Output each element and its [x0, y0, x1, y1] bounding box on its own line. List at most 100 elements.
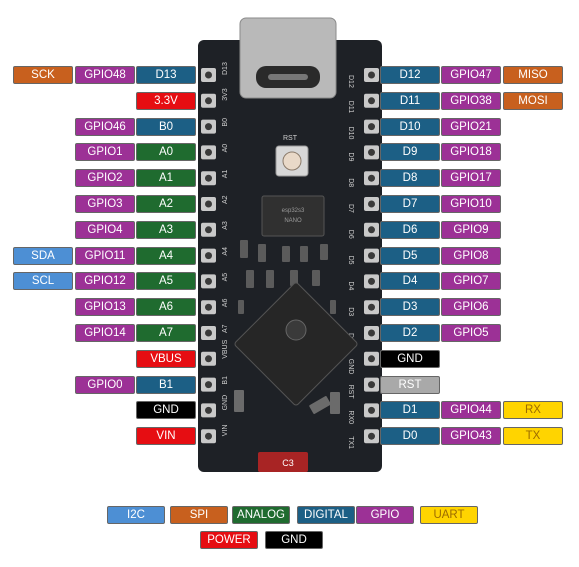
right-pad-hole	[368, 200, 375, 208]
right-pin-label-d5: D5	[380, 246, 440, 265]
smd-component	[258, 244, 266, 262]
left-silk-label: A6	[222, 299, 229, 308]
right-pin-label-d7: D7	[380, 195, 440, 213]
left-silk-label: GND	[222, 395, 229, 411]
left-pad-hole	[205, 200, 212, 208]
right-pin-label-gpio43: GPIO43	[441, 427, 501, 446]
left-pad-hole	[205, 148, 212, 156]
right-pin-label-d4: D4	[380, 272, 440, 291]
right-pin-label-d2: D2	[380, 324, 440, 342]
reset-button-cap	[282, 151, 302, 171]
left-pad-hole	[205, 329, 212, 337]
smd-component	[238, 300, 244, 314]
right-pin-label-d0: D0	[380, 427, 440, 446]
right-pin-label-tx: TX	[503, 427, 563, 446]
left-silk-label: B1	[222, 376, 229, 385]
c3-label: C3	[282, 458, 294, 468]
right-pin-label-d8: D8	[380, 169, 440, 188]
smd-component	[282, 246, 290, 262]
smd-component	[234, 390, 244, 412]
left-pin-label-a1: A1	[136, 169, 196, 188]
right-pad-hole	[368, 226, 375, 234]
left-pad-hole	[205, 355, 212, 363]
left-pad-hole	[205, 174, 212, 182]
right-silk-label: TX1	[347, 436, 354, 449]
right-silk-label: RX0	[347, 410, 354, 424]
chip-marking: NANO	[284, 218, 302, 224]
right-pad-hole	[368, 174, 375, 182]
left-pin-label-a3: A3	[136, 220, 196, 239]
left-pad-hole	[205, 226, 212, 234]
right-pin-label-gpio38: GPIO38	[441, 91, 501, 110]
smd-component	[240, 240, 248, 258]
left-pin-label-vbus: VBUS	[136, 349, 196, 368]
legend-uart: UART	[420, 506, 478, 524]
smd-component	[320, 244, 328, 260]
right-pin-label-rx: RX	[503, 401, 563, 420]
right-pin-label-d9: D9	[380, 143, 440, 162]
left-pin-label-sck: SCK	[13, 66, 73, 84]
left-pin-label-gpio48: GPIO48	[75, 66, 135, 84]
right-pin-label-gpio18: GPIO18	[441, 143, 501, 162]
left-silk-label: D13	[222, 62, 229, 75]
smd-component	[330, 300, 336, 314]
left-silk-label: B0	[222, 118, 229, 127]
right-pad-hole	[368, 71, 375, 79]
right-silk-label: RST	[347, 385, 354, 400]
legend-gpio: GPIO	[356, 506, 414, 524]
left-pin-label-gpio0: GPIO0	[75, 375, 135, 394]
left-pin-label-gpio12: GPIO12	[75, 272, 135, 291]
right-silk-label: D11	[347, 101, 354, 113]
left-silk-label: A1	[222, 170, 229, 179]
left-pad-hole	[205, 252, 212, 260]
right-pin-label-gnd: GND	[380, 349, 440, 368]
right-silk-label: D5	[347, 256, 354, 265]
usb-c-tongue	[268, 74, 308, 80]
smd-component	[330, 392, 340, 414]
right-pin-label-d10: D10	[380, 117, 440, 136]
right-pad-hole	[368, 97, 375, 105]
right-pad-hole	[368, 406, 375, 414]
right-silk-label: D9	[347, 152, 354, 161]
left-silk-label: A7	[222, 324, 229, 333]
left-pin-label-gpio1: GPIO1	[75, 143, 135, 162]
left-pin-label-gnd: GND	[136, 401, 196, 420]
right-pin-label-gpio9: GPIO9	[441, 220, 501, 239]
rst-silk-label: RST	[283, 135, 298, 142]
legend-spi: SPI	[170, 506, 228, 524]
right-silk-label: D4	[347, 281, 354, 290]
right-pad-hole	[368, 381, 375, 389]
right-pad-hole	[368, 355, 375, 363]
smd-component	[246, 270, 254, 288]
legend-digital: DIGITAL	[297, 506, 355, 524]
legend-power: POWER	[200, 531, 258, 549]
left-pin-label-gpio4: GPIO4	[75, 220, 135, 239]
left-pad-hole	[205, 406, 212, 414]
left-silk-label: A3	[222, 221, 229, 230]
right-pin-label-gpio21: GPIO21	[441, 117, 501, 136]
right-silk-label: D7	[347, 204, 354, 213]
right-pad-hole	[368, 432, 375, 440]
right-pin-label-gpio17: GPIO17	[441, 169, 501, 188]
c3-capacitor	[258, 452, 308, 472]
right-pin-label-mosi: MOSI	[503, 91, 563, 110]
right-pin-label-miso: MISO	[503, 66, 563, 84]
left-silk-label: A5	[222, 273, 229, 282]
right-pin-label-gpio44: GPIO44	[441, 401, 501, 420]
left-pad-hole	[205, 123, 212, 131]
right-pin-label-d12: D12	[380, 66, 440, 84]
legend-analog: ANALOG	[232, 506, 290, 524]
left-pin-label-gpio3: GPIO3	[75, 195, 135, 213]
left-pin-label-vin: VIN	[136, 427, 196, 446]
right-pin-label-gpio5: GPIO5	[441, 324, 501, 342]
left-pin-label-gpio13: GPIO13	[75, 298, 135, 317]
right-pad-hole	[368, 148, 375, 156]
right-silk-label: D12	[347, 75, 354, 88]
left-pad-hole	[205, 97, 212, 105]
smd-component	[309, 396, 331, 414]
left-pin-label-a0: A0	[136, 143, 196, 162]
left-pad-hole	[205, 432, 212, 440]
right-pad-hole	[368, 329, 375, 337]
right-silk-label: GND	[347, 359, 354, 375]
